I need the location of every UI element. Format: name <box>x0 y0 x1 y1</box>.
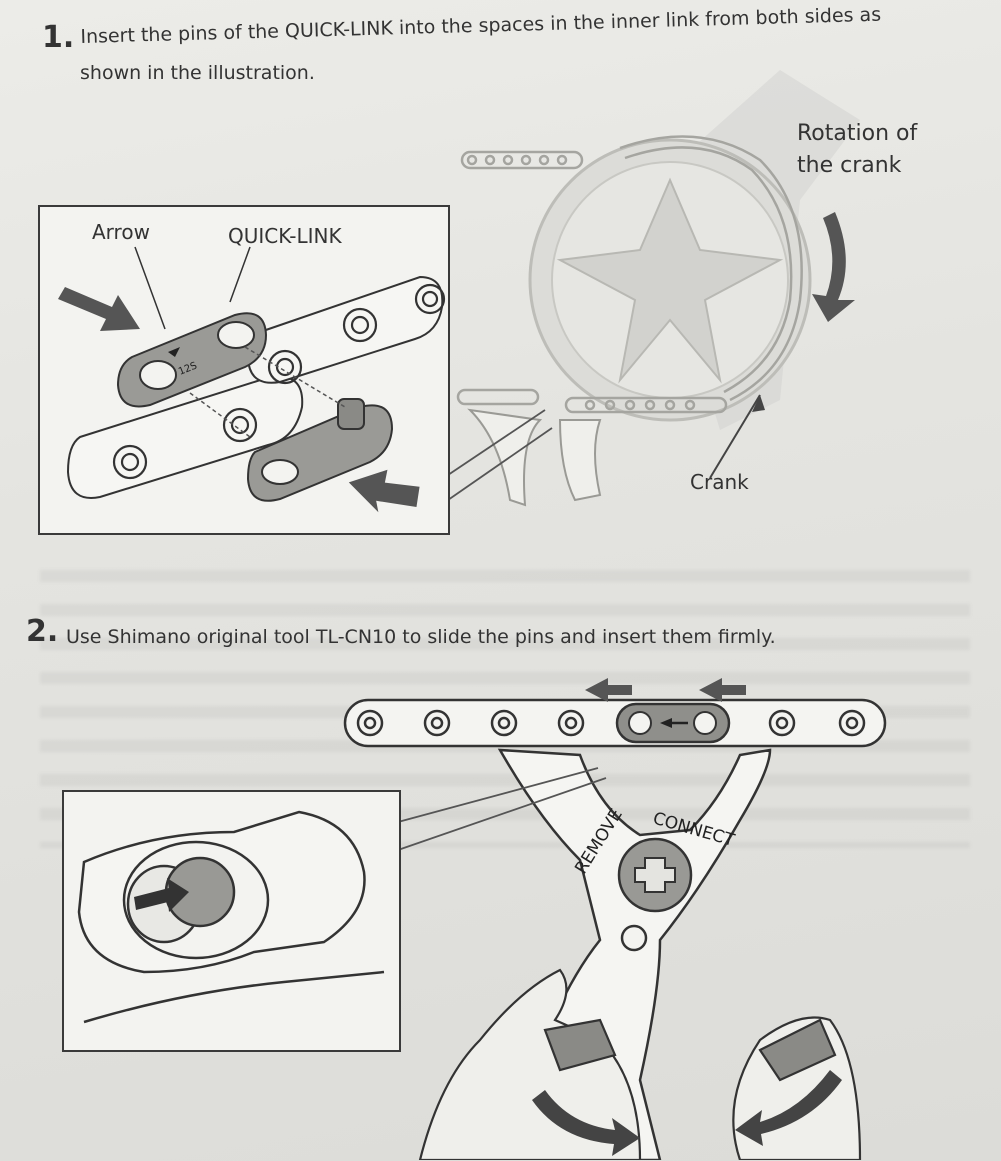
squeeze-arrow-right-icon <box>735 1070 842 1146</box>
callout-lines-figure-1 <box>447 409 553 501</box>
push-pin-arrow-icon <box>134 878 189 912</box>
step-1-text-line2: shown in the illustration. <box>80 62 315 84</box>
slide-right-arrow-icon <box>699 678 746 702</box>
step-1-number: 1. <box>42 20 75 55</box>
rotation-arrow-icon <box>812 212 855 322</box>
squeeze-arrow-left-icon <box>532 1090 640 1156</box>
chain-bottom <box>456 388 728 414</box>
quick-link-detail-box: 12S <box>38 205 450 535</box>
callout-lines-figure-2 <box>397 767 607 851</box>
direction-arrow-icon <box>168 347 180 357</box>
label-crank: Crank <box>690 470 749 494</box>
figure-1-illustration <box>447 70 860 507</box>
step-2-text: Use Shimano original tool TL-CN10 to sli… <box>66 626 776 648</box>
quick-link-top-plate: 12S <box>116 312 268 408</box>
chain-top <box>460 150 584 170</box>
step-2-number: 2. <box>26 614 59 649</box>
chain-on-ring <box>619 135 803 402</box>
push-arrow-right-icon <box>348 469 420 513</box>
pin-detail-illustration <box>77 810 385 1024</box>
crank-pointer-line <box>709 394 761 479</box>
label-quick-link: QUICK-LINK <box>228 224 342 248</box>
chain-being-connected <box>343 698 887 748</box>
push-arrow-left-icon <box>58 287 140 331</box>
pin-detail-box <box>62 790 401 1052</box>
label-rotation-line1: Rotation of <box>797 121 918 146</box>
link-direction-arrow-icon <box>660 718 672 728</box>
label-rotation-line2: the crank <box>797 153 902 178</box>
hands-on-tool <box>418 968 862 1160</box>
hands-holding-chain <box>467 408 602 507</box>
figure-2-illustration: REMOVE CONNECT <box>343 678 887 1160</box>
label-arrow: Arrow <box>92 220 150 244</box>
chainring <box>528 138 812 422</box>
quick-link-detail-illustration: 12S <box>58 246 446 513</box>
slide-left-arrow-icon <box>585 678 632 702</box>
